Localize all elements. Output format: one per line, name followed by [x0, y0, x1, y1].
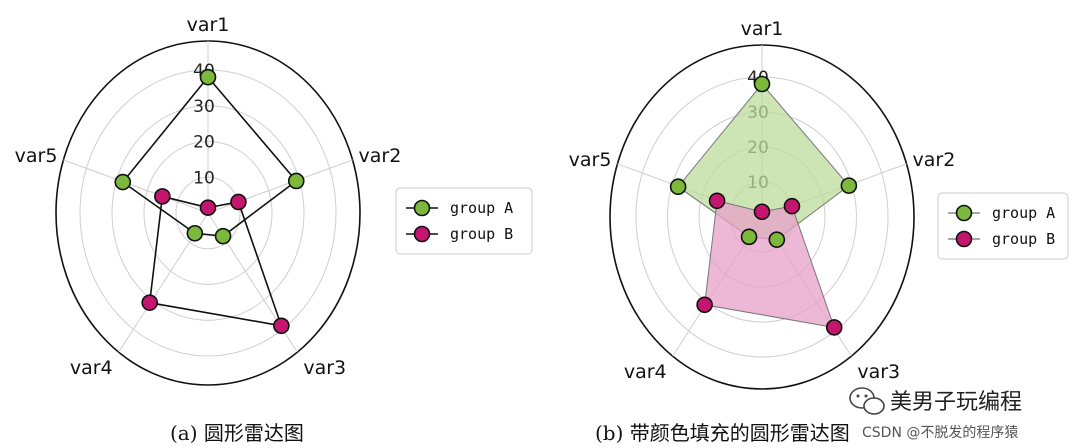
grid-spoke: [63, 159, 209, 214]
data-point-group-B-var2: [230, 193, 247, 211]
legend-marker: [413, 199, 431, 217]
watermark-title: 美男子玩编程: [890, 390, 1022, 415]
radial-tick-label: 10: [193, 168, 215, 188]
data-point-group-A-var5: [669, 178, 687, 196]
legend-marker: [955, 204, 973, 222]
watermark-subtitle: CSDN @不脱发的程序猿: [862, 425, 1018, 441]
caption-a: (a) 圆形雷达图: [170, 421, 304, 445]
data-point-group-A-var5: [114, 173, 132, 191]
data-point-group-B-var5: [154, 188, 171, 205]
data-point-group-A-var3: [768, 231, 786, 248]
data-point-group-B-var1: [199, 199, 217, 216]
axis-label-var4: var4: [70, 357, 113, 379]
radar-chart-b: 10203040var1var2var3var4var5group Agroup…: [569, 18, 1069, 390]
series-area-group-B: [704, 200, 835, 329]
data-point-group-A-var2: [840, 177, 858, 194]
watermark: 美男子玩编程 CSDN @不脱发的程序猿: [849, 387, 1022, 441]
data-point-group-A-var1: [199, 68, 217, 86]
data-point-group-B-var3: [825, 319, 843, 336]
data-point-group-A-var2: [287, 172, 305, 190]
legend-box: [395, 187, 533, 255]
axis-label-var1: var1: [741, 18, 784, 40]
legend-marker: [955, 230, 973, 248]
legend-marker: [413, 225, 431, 243]
axis-label-var5: var5: [569, 149, 612, 171]
data-point-group-B-var4: [141, 294, 158, 311]
data-point-group-B-var4: [696, 296, 713, 314]
axis-label-var4: var4: [624, 361, 667, 383]
data-point-group-A-var3: [214, 227, 232, 245]
radial-tick-label: 30: [193, 97, 215, 117]
data-point-group-A-var4: [740, 228, 758, 246]
axis-label-var2: var2: [359, 145, 402, 167]
wechat-icon: [849, 387, 885, 415]
radar-chart-a: 10203040var1var2var3var4var5group Agroup…: [15, 14, 533, 386]
legend: group A group B: [395, 187, 533, 255]
axis-label-var3: var3: [303, 357, 346, 379]
legend-label: group A: [450, 199, 513, 217]
legend: group A group B: [937, 192, 1069, 260]
data-point-group-B-var2: [783, 197, 801, 215]
axis-label-var2: var2: [913, 149, 956, 171]
data-point-group-A-var1: [753, 75, 771, 93]
legend-box: [937, 192, 1069, 260]
radial-tick-label: 20: [193, 133, 215, 153]
legend-label: group B: [992, 230, 1055, 248]
data-point-group-B-var3: [273, 317, 290, 335]
caption-b: (b) 带颜色填充的圆形雷达图: [595, 421, 850, 445]
legend-label: group A: [992, 204, 1055, 222]
series-line-group-A: [121, 75, 298, 237]
data-point-group-B-var5: [708, 192, 726, 210]
axis-label-var5: var5: [15, 145, 58, 167]
legend-label: group B: [450, 225, 513, 243]
data-point-group-A-var4: [186, 224, 204, 242]
axis-label-var1: var1: [187, 14, 230, 36]
axis-label-var3: var3: [857, 361, 900, 383]
data-point-group-B-var1: [753, 203, 771, 221]
